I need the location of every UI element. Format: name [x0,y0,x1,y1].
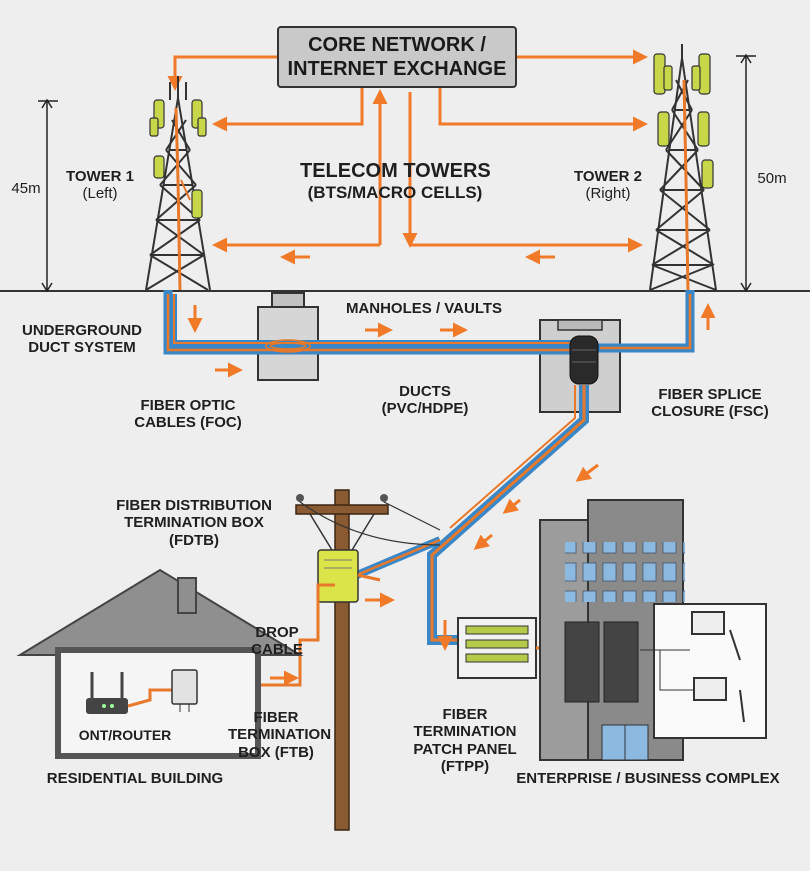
drop-cable [200,583,335,687]
foc-line1: FIBER OPTIC [140,397,236,414]
ftb-line2: TERMINATION [228,726,332,744]
core-title-line2: INTERNET EXCHANGE [287,58,507,80]
ftb-line1: FIBER [253,709,299,726]
fsc-label: FIBER SPLICE CLOSURE (FSC) [640,386,780,421]
ftpp-line3: PATCH PANEL [413,740,517,758]
tower2-name: TOWER 2 [573,168,643,185]
ftpp-line1: FIBER [442,706,488,723]
splice-closure [569,335,599,385]
core-network-box: CORE NETWORK / INTERNET EXCHANGE [277,26,517,88]
drop-line2: CABLE [251,641,303,659]
enterprise-building [539,499,767,761]
ducts-line1: DUCTS [399,383,451,400]
fdtb-line2: TERMINATION BOX [124,514,264,532]
foc-line2: CABLES (FOC) [134,414,242,432]
ducts-line2: (PVC/HDPE) [381,400,469,418]
fdtb-box [317,549,381,603]
enterprise-label: ENTERPRISE / BUSINESS COMPLEX [516,770,780,787]
duct-arrows [187,303,716,686]
tower2-side: (Right) [585,185,631,203]
fdtb-line1: FIBER DISTRIBUTION [116,497,272,514]
towers-title-line1: TELECOM TOWERS [300,160,491,182]
ducts-label: DUCTS (PVC/HDPE) [370,383,480,418]
core-title-line1: CORE NETWORK / [308,34,486,56]
tower-1 [145,76,211,291]
ftpp-line4: (FTPP) [440,757,490,775]
towers-title: TELECOM TOWERS (BTS/MACRO CELLS) [300,160,491,203]
tower1-side: (Left) [82,185,118,203]
ont-router-label: ONT/ROUTER [78,727,172,743]
fiber-bundle [265,339,311,353]
ftpp-line2: TERMINATION [413,723,517,741]
tower2-height: 50m [757,170,787,187]
fdtb-line3: (FDTB) [169,531,219,549]
tower2-label: TOWER 2 (Right) [566,168,650,203]
residential-house [16,568,304,759]
fdtb-label: FIBER DISTRIBUTION TERMINATION BOX (FDTB… [104,497,284,549]
manhole-1 [257,292,319,381]
tower1-height-marker [38,98,58,293]
ftpp-panel [457,617,570,679]
foc-label: FIBER OPTIC CABLES (FOC) [128,397,248,432]
tower-2 [649,44,717,291]
drop-line1: DROP [255,624,299,641]
fsc-line1: FIBER SPLICE [658,386,762,403]
tower1-height: 45m [11,180,41,197]
ftpp-label: FIBER TERMINATION PATCH PANEL (FTPP) [405,706,525,775]
underground-line2: DUCT SYSTEM [28,339,136,357]
underground-label: UNDERGROUND DUCT SYSTEM [12,322,152,357]
towers-title-line2: (BTS/MACRO CELLS) [307,183,483,202]
ftb-line3: BOX (FTB) [238,743,314,761]
residential-label: RESIDENTIAL BUILDING [46,770,224,787]
tower1-name: TOWER 1 [65,168,135,185]
underground-line1: UNDERGROUND [22,322,142,339]
tower1-label: TOWER 1 (Left) [60,168,140,203]
manholes-label: MANHOLES / VAULTS [345,300,503,317]
core-arrows [167,49,648,265]
drop-cable-label: DROP CABLE [242,624,312,659]
fsc-line2: CLOSURE (FSC) [651,403,769,421]
utility-pole [295,489,441,831]
ftb-label: FIBER TERMINATION BOX (FTB) [228,709,332,761]
tower2-height-marker [736,53,756,293]
